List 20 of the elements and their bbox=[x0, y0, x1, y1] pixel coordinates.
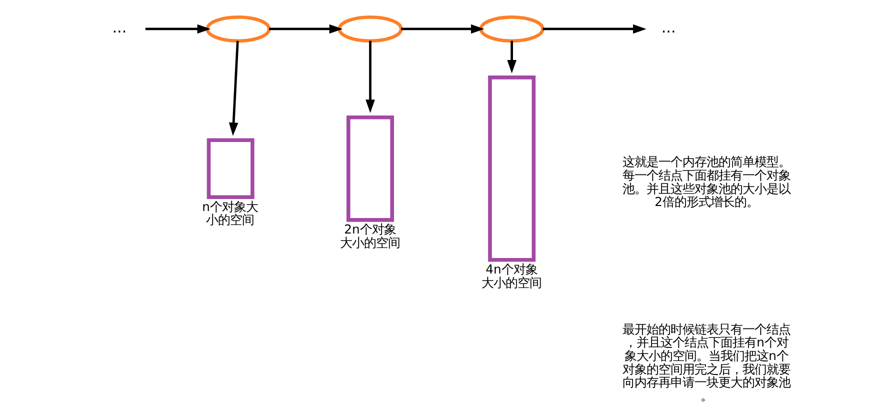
node-text: ... bbox=[112, 18, 127, 37]
label: 这就是一个内存池的简单模型。每一个结点下面都挂有一个对象池。并且这些对象池的大小是以2倍的形式增长的。 bbox=[622, 155, 791, 210]
arrow bbox=[145, 24, 211, 34]
node-ellipse bbox=[206, 15, 271, 43]
node-box bbox=[206, 138, 254, 200]
node-box bbox=[346, 115, 394, 222]
arrow bbox=[507, 40, 516, 74]
arrow bbox=[228, 40, 239, 136]
node-label: 2n个对象大小的空间 bbox=[340, 222, 400, 250]
label: 最开始的时候链表只有一个结点，并且这个结点下面挂有n个对象大小的空间。当我们把这n个对象的空间用完之后，我们就要向内存再申请一块更大的对象池。 bbox=[622, 322, 791, 403]
arrow bbox=[401, 24, 484, 34]
node-ellipse bbox=[479, 15, 544, 43]
node-label: n个对象大小的空间 bbox=[202, 200, 258, 228]
node-ellipse bbox=[338, 15, 403, 43]
arrow bbox=[269, 24, 343, 34]
node-text: ... bbox=[661, 18, 676, 37]
node-box bbox=[488, 76, 536, 262]
arrow bbox=[366, 40, 375, 113]
arrow bbox=[542, 24, 646, 34]
node-label: 4n个对象大小的空间 bbox=[481, 262, 542, 290]
